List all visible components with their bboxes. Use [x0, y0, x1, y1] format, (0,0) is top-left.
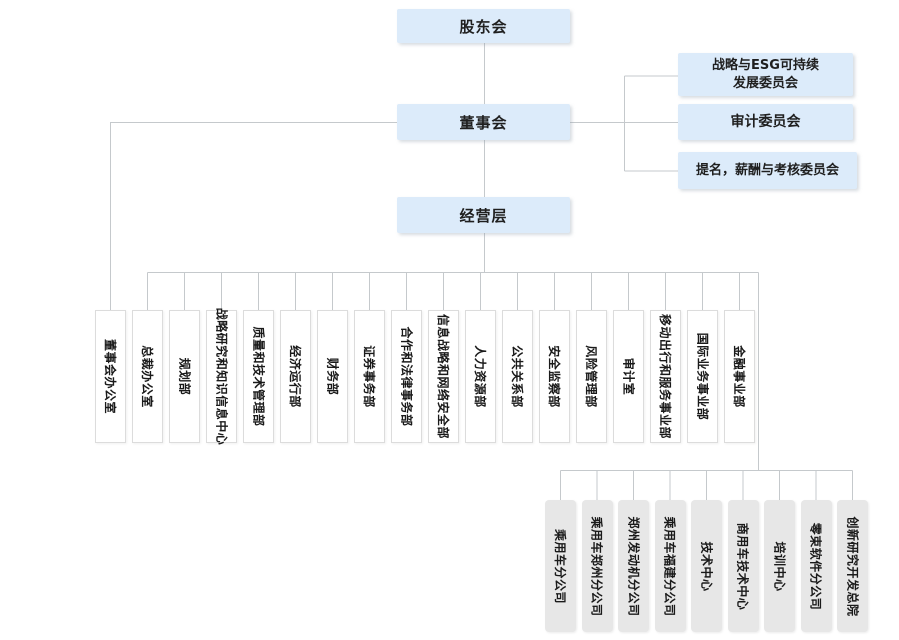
dept-label: 国际业务事业部: [695, 332, 710, 421]
dept-label: 风险管理部: [584, 345, 599, 408]
dept-box: 信息战略和网络安全部: [428, 310, 459, 443]
dept-label: 证券事务部: [362, 345, 377, 408]
dept-label: 移动出行和服务事业部: [658, 313, 673, 440]
dept-box: 规划部: [169, 310, 200, 443]
subsidiary-label: 技术中心: [699, 540, 714, 592]
dept-label: 信息战略和网络安全部: [436, 313, 451, 440]
dept-box: 安全监察部: [539, 310, 570, 443]
dept-box: 公共关系部: [502, 310, 533, 443]
dept-box: 董事会办公室: [95, 310, 126, 443]
dept-box: 国际业务事业部: [687, 310, 718, 443]
subsidiary-label: 培训中心: [772, 540, 787, 592]
dept-box: 证券事务部: [354, 310, 385, 443]
subsidiary-box: 创新研究开发总院: [837, 500, 868, 632]
dept-label: 董事会办公室: [103, 338, 118, 415]
subsidiary-box: 商用车技术中心: [727, 500, 759, 632]
dept-box: 质量和技术管理部: [243, 310, 274, 443]
dept-box: 审计室: [613, 310, 644, 443]
dept-label: 质量和技术管理部: [251, 326, 266, 427]
subsidiary-label: 郑州发动机分公司: [626, 515, 641, 617]
dept-box: 人力资源部: [465, 310, 496, 443]
dept-label: 战略研究和知识信息中心: [214, 307, 229, 446]
committee-box-audit: 审计委员会: [678, 104, 853, 140]
subsidiary-box: 技术中心: [691, 500, 722, 632]
dept-label: 总裁办公室: [140, 345, 155, 408]
subsidiary-box: 培训中心: [764, 500, 795, 632]
dept-label: 财务部: [325, 357, 340, 396]
subsidiary-label: 乘用车郑州分公司: [589, 515, 604, 617]
committee-box-strategy-esg: 战略与ESG可持续 发展委员会: [678, 53, 853, 96]
dept-label: 金融事业部: [732, 345, 747, 408]
committee-box-nomination-remuneration: 提名，薪酬与考核委员会: [678, 152, 857, 189]
dept-box: 财务部: [317, 310, 348, 443]
node-board: 董事会: [397, 104, 570, 140]
dept-box: 移动出行和服务事业部: [650, 310, 681, 443]
subsidiary-box: 郑州发动机分公司: [618, 500, 649, 632]
node-shareholders: 股东会: [397, 9, 570, 43]
dept-box: 金融事业部: [724, 310, 755, 443]
dept-box: 合作和法律事务部: [391, 310, 422, 443]
dept-label: 规划部: [177, 357, 192, 396]
dept-box: 战略研究和知识信息中心: [206, 307, 237, 446]
department-row: 董事会办公室 总裁办公室 规划部 战略研究和知识信息中心 质量和技术管理部 经济…: [95, 307, 755, 446]
dept-label: 人力资源部: [473, 345, 488, 408]
dept-label: 公共关系部: [510, 345, 525, 408]
subsidiary-box: 乘用车郑州分公司: [581, 500, 613, 632]
subsidiary-label: 零束软件分公司: [808, 522, 823, 610]
node-management: 经营层: [397, 197, 570, 233]
subsidiary-row: 乘用车分公司 乘用车郑州分公司 郑州发动机分公司 乘用车福建分公司 技术中心 商…: [545, 500, 868, 632]
subsidiary-box: 乘用车分公司: [545, 500, 576, 632]
dept-label: 审计室: [621, 357, 636, 396]
subsidiary-label: 乘用车福建分公司: [662, 515, 677, 617]
subsidiary-box: 乘用车福建分公司: [654, 500, 686, 632]
subsidiary-label: 商用车技术中心: [735, 522, 750, 610]
dept-box: 总裁办公室: [132, 310, 163, 443]
dept-box: 经济运行部: [280, 310, 311, 443]
subsidiary-label: 创新研究开发总院: [845, 515, 860, 617]
dept-label: 合作和法律事务部: [399, 326, 414, 427]
dept-label: 安全监察部: [547, 345, 562, 408]
dept-box: 风险管理部: [576, 310, 607, 443]
subsidiary-box: 零束软件分公司: [800, 500, 832, 632]
subsidiary-label: 乘用车分公司: [553, 528, 568, 604]
dept-label: 经济运行部: [288, 345, 303, 408]
